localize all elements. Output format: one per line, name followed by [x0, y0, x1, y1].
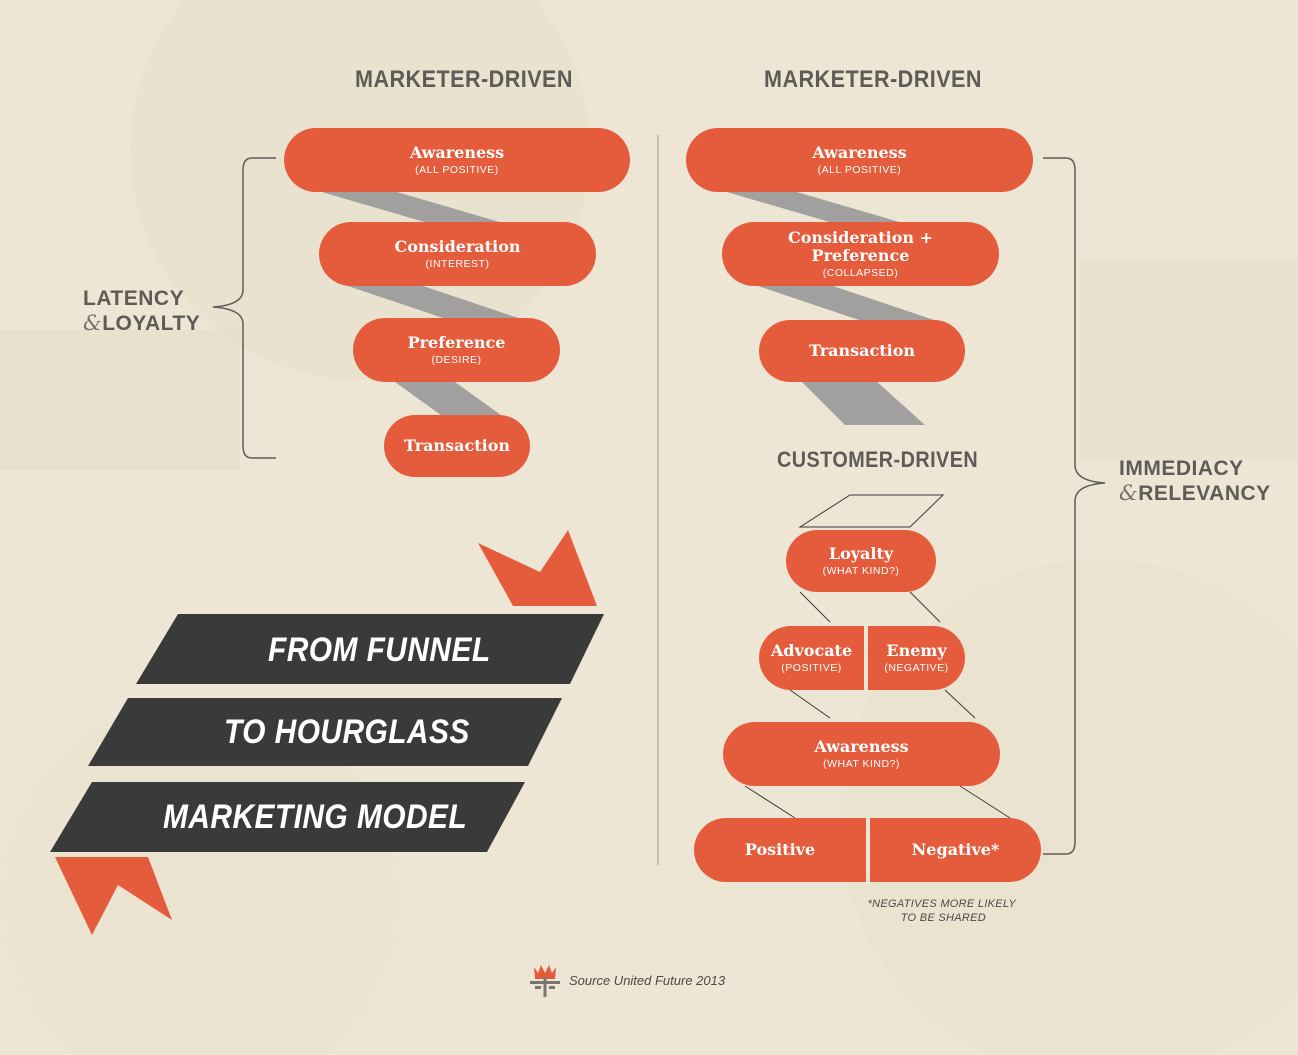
stage-title: Awareness — [814, 737, 909, 756]
stage-consideration-preference: Consideration + Preference (COLLAPSED) — [722, 222, 999, 286]
stage-subtitle: (WHAT KIND?) — [822, 565, 900, 577]
left-heading: MARKETER-DRIVEN — [355, 66, 573, 93]
stage-title: Advocate — [770, 641, 853, 660]
stage-title: Awareness — [812, 143, 907, 162]
stage-title: Positive — [744, 840, 816, 859]
stage-subtitle: (ALL POSITIVE) — [415, 164, 499, 176]
stage-subtitle: (POSITIVE) — [781, 662, 842, 674]
pill-divider — [864, 626, 868, 690]
right-heading: MARKETER-DRIVEN — [764, 66, 982, 93]
ampersand: & — [83, 311, 103, 335]
pill-divider — [866, 818, 870, 882]
stage-negative: Negative* — [870, 818, 1041, 882]
stage-subtitle: (WHAT KIND?) — [823, 758, 900, 770]
stage-consideration: Consideration (INTEREST) — [319, 222, 596, 286]
united-future-logo-icon — [530, 965, 560, 997]
negatives-footnote: *NEGATIVES MORE LIKELY TO BE SHARED — [860, 897, 1016, 925]
immediacy-relevancy-label: IMMEDIACY &RELEVANCY — [1119, 456, 1271, 506]
stage-title: Enemy — [886, 641, 947, 660]
stage-advocate-enemy: Advocate (POSITIVE) Enemy (NEGATIVE) — [759, 626, 965, 690]
stage-awareness: Awareness (ALL POSITIVE) — [284, 128, 630, 192]
banner-arrow-top — [478, 530, 597, 606]
stage-preference: Preference (DESIRE) — [353, 318, 560, 382]
source-credit: Source United Future 2013 — [569, 973, 726, 988]
latency-loyalty-label: LATENCY &LOYALTY — [83, 286, 200, 336]
side-label-line2: LOYALTY — [102, 312, 201, 335]
stage-title: Consideration — [394, 237, 521, 256]
banner-line-3: MARKETING MODEL — [163, 798, 468, 836]
side-label-line1: LATENCY — [83, 287, 185, 310]
stage-enemy: Enemy (NEGATIVE) — [868, 626, 965, 690]
stage-advocate: Advocate (POSITIVE) — [759, 626, 864, 690]
stage-title: Transaction — [403, 436, 511, 455]
banner-line-2: TO HOURGLASS — [224, 713, 470, 751]
customer-driven-heading: CUSTOMER-DRIVEN — [777, 447, 979, 472]
stage-title: Negative* — [911, 840, 1000, 859]
stage-awareness-right: Awareness (ALL POSITIVE) — [686, 128, 1033, 192]
side-label-line1: IMMEDIACY — [1119, 457, 1244, 480]
stage-title: Loyalty — [828, 544, 894, 563]
stage-subtitle: (ALL POSITIVE) — [817, 164, 902, 176]
stage-subtitle: (COLLAPSED) — [822, 267, 899, 279]
stage-positive-negative: Positive Negative* — [694, 818, 1041, 882]
stage-title: Preference — [407, 333, 506, 352]
stage-subtitle: (INTEREST) — [425, 258, 490, 270]
stage-title: Awareness — [409, 143, 505, 162]
ampersand: & — [1119, 481, 1139, 505]
stage-subtitle: (DESIRE) — [431, 354, 482, 366]
banner-arrow-bottom — [55, 857, 172, 935]
stage-transaction-right: Transaction — [759, 320, 965, 382]
stage-transaction: Transaction — [384, 415, 530, 477]
footnote-line2: TO BE SHARED — [900, 912, 986, 924]
banner-line-1: FROM FUNNEL — [268, 631, 491, 669]
footnote-line1: *NEGATIVES MORE LIKELY — [867, 898, 1016, 910]
stage-loyalty: Loyalty (WHAT KIND?) — [786, 530, 936, 592]
stage-subtitle: (NEGATIVE) — [884, 662, 949, 674]
stage-title: Transaction — [808, 341, 916, 360]
side-label-line2: RELEVANCY — [1138, 482, 1271, 505]
stage-positive: Positive — [694, 818, 866, 882]
stage-title: Consideration + Preference — [787, 228, 934, 265]
stage-awareness-customer: Awareness (WHAT KIND?) — [723, 722, 1000, 786]
